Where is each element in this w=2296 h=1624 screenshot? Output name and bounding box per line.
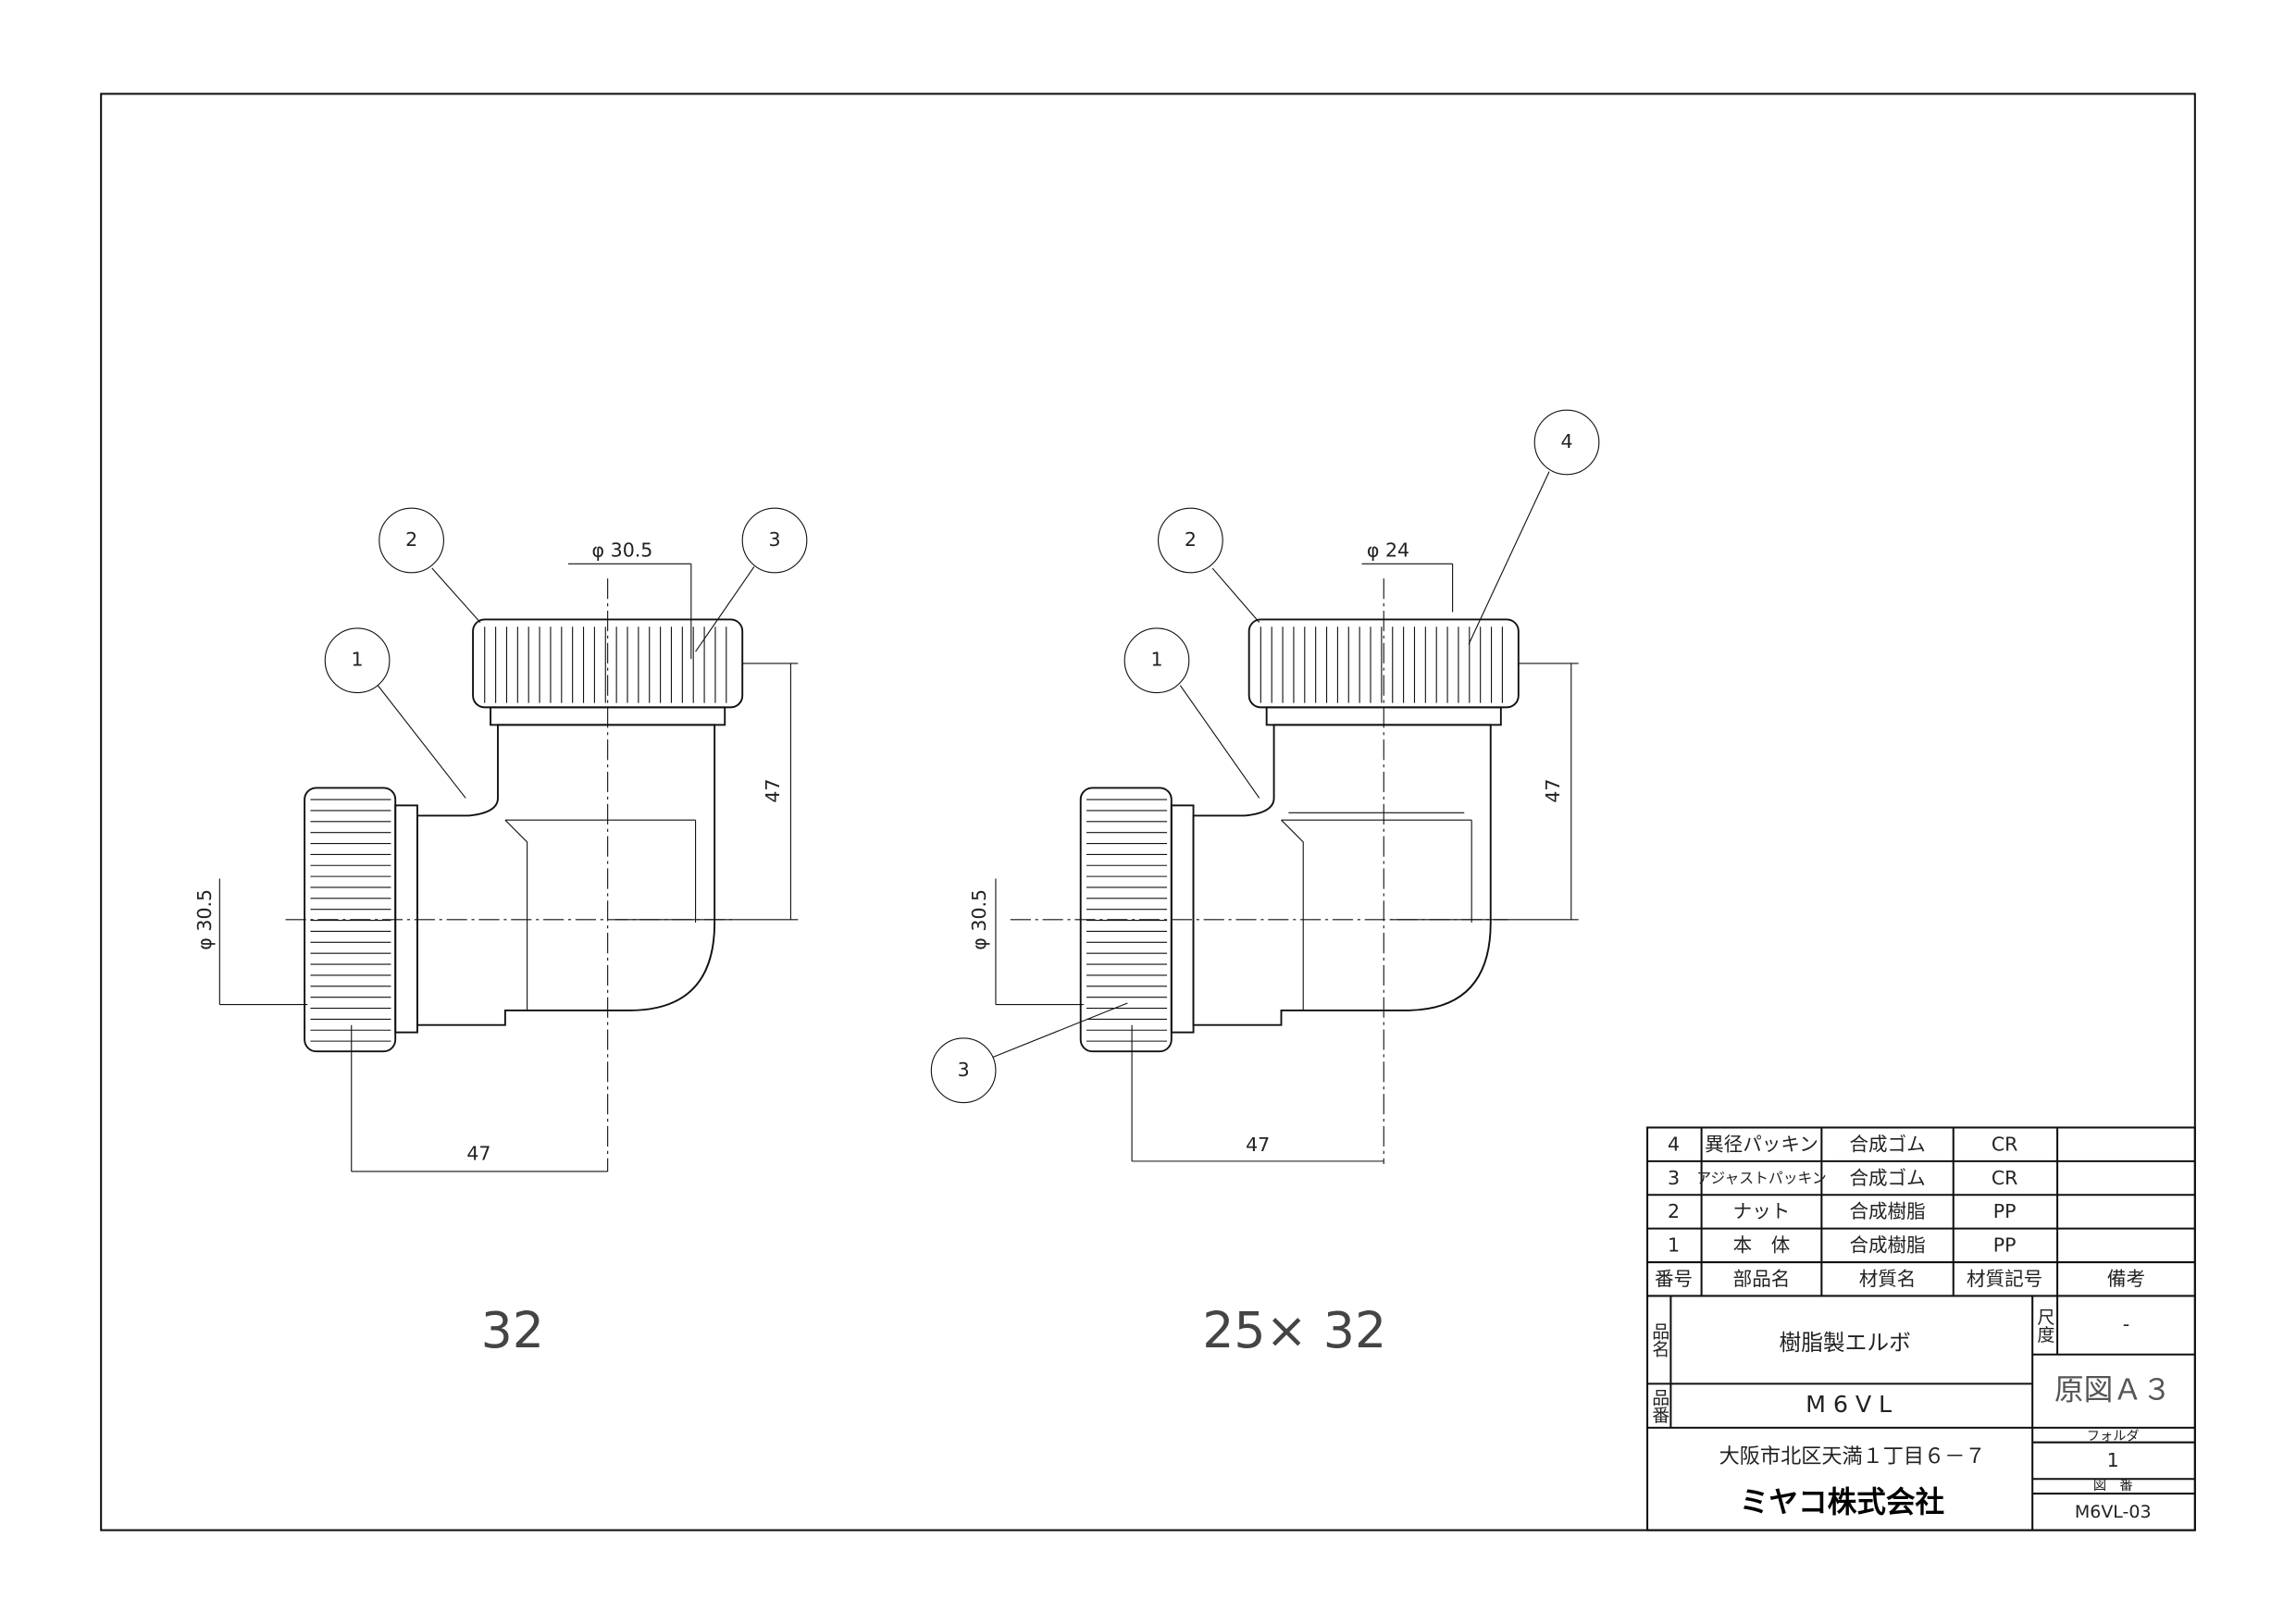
balloon-3: 3 [741,507,808,574]
parts-list-cell: CR [1992,1133,2018,1155]
view-label-32: 32 [481,1301,544,1359]
parts-list-cell: CR [1992,1167,2018,1189]
parts-list-row: 1 本 体 合成樹脂 PP [1668,1234,2017,1257]
drawing-no: M6VL-03 [2075,1502,2152,1522]
scale-value: - [2123,1313,2129,1335]
svg-text:4: 4 [1560,430,1572,452]
elbow-drawing [1079,618,1520,1053]
sheet-border [100,93,2196,1531]
parts-list-cell: アジャストパッキン [1696,1169,1826,1186]
dim-left-diameter: φ 30.5 [968,889,990,950]
svg-text:2: 2 [1185,528,1197,551]
parts-list-row: 4 異径パッキン 合成ゴム CR [1668,1133,2017,1155]
elbow-32-view: φ 30.5 47 φ 30.5 47 1 2 3 32 [193,507,808,1359]
parts-list-cell: 4 [1668,1133,1680,1155]
parts-list-row: 2 ナット 合成樹脂 PP [1668,1200,2017,1222]
parts-list-cell: 2 [1668,1200,1680,1222]
balloon-4: 4 [1533,409,1600,476]
dim-height: 47 [762,778,784,802]
folder-label: フォルダ [2087,1428,2140,1444]
drawing-no-label: 図 番 [2093,1478,2133,1494]
parts-list-cell: 合成樹脂 [1849,1200,1925,1222]
svg-text:1: 1 [1150,649,1162,671]
balloon-2: 2 [379,507,444,574]
balloon-1: 1 [1123,627,1190,694]
original-size: 原図Ａ３ [2054,1373,2172,1407]
balloon-1: 1 [324,627,391,694]
company-address: 大阪市北区天満１丁目６－７ [1719,1444,1986,1469]
parts-list-cell: 合成樹脂 [1849,1234,1925,1257]
svg-text:2: 2 [405,528,417,551]
svg-text:番号: 番号 [1655,1268,1693,1290]
parts-list-cell: 1 [1668,1234,1680,1257]
scale-label: 尺度 [2034,1308,2054,1343]
parts-list-row: 3 アジャストパッキン 合成ゴム CR [1668,1167,2017,1189]
product-name: 樹脂製エルボ [1779,1330,1910,1356]
svg-text:1: 1 [352,649,364,671]
parts-list-cell: 本 体 [1733,1234,1791,1257]
dim-left-diameter: φ 30.5 [193,889,216,950]
svg-text:3: 3 [958,1059,970,1081]
dim-height: 47 [1542,778,1564,802]
svg-text:材質名: 材質名 [1859,1268,1917,1290]
parts-list-cell: 合成ゴム [1849,1167,1925,1189]
svg-text:材質記号: 材質記号 [1967,1268,2042,1290]
svg-text:部品名: 部品名 [1733,1268,1791,1290]
dim-width: 47 [1246,1134,1270,1156]
parts-list-cell: PP [1993,1200,2017,1222]
part-no: M6VL [1806,1391,1899,1418]
elbow-drawing [304,618,744,1053]
elbow-25x32-view: φ 24 47 φ 30.5 47 1 2 4 3 25× 32 [930,409,1600,1359]
dim-top-diameter: φ 30.5 [592,539,653,561]
parts-list-cell: PP [1993,1234,2017,1257]
dim-width: 47 [466,1142,490,1164]
svg-text:備考: 備考 [2107,1268,2145,1290]
svg-text:3: 3 [768,528,780,551]
balloon-3: 3 [930,1037,997,1104]
folder-value: 1 [2107,1449,2119,1471]
parts-list-cell: 合成ゴム [1849,1133,1925,1155]
parts-header: 番号 部品名 材質名 材質記号 備考 [1655,1268,2145,1290]
dim-top-diameter: φ 24 [1367,539,1409,561]
parts-list-cell: ナット [1733,1200,1791,1222]
view-label-25x32: 25× 32 [1202,1301,1386,1359]
part-no-label: 品番 [1649,1388,1669,1423]
balloon-2: 2 [1158,507,1223,574]
parts-list-cell: 3 [1668,1167,1680,1189]
parts-list-cell: 異径パッキン [1705,1133,1818,1155]
company-logo: ミヤコ株式会社 [1740,1486,1944,1519]
product-name-label: 品名 [1649,1322,1669,1357]
